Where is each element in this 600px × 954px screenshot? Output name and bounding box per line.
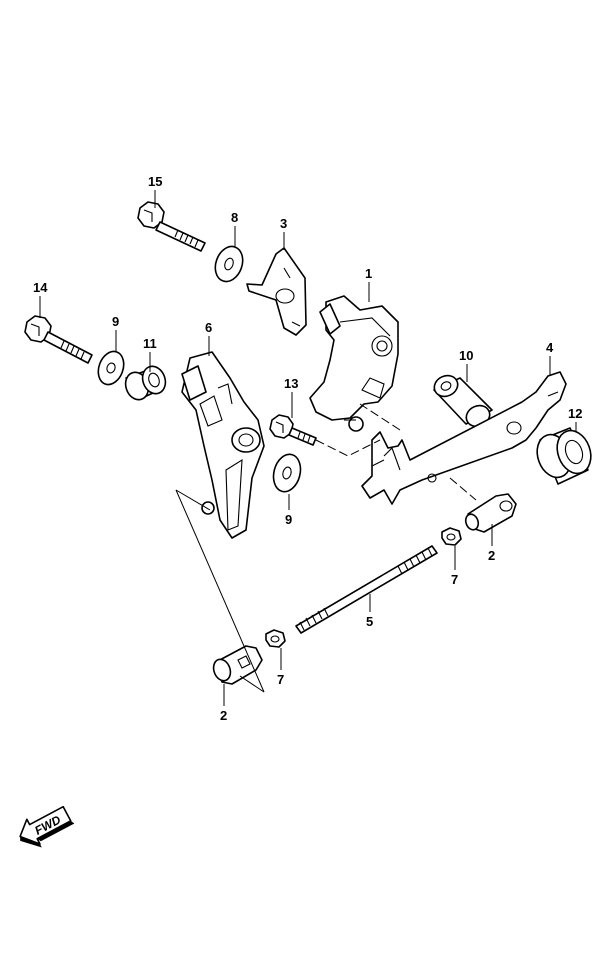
ball-joint-part-2-right xyxy=(464,493,517,533)
callout-12: 12 xyxy=(568,406,582,421)
control-bracket-part-4 xyxy=(361,371,567,505)
callout-5: 5 xyxy=(366,614,373,629)
threaded-rod-part-5 xyxy=(295,545,438,634)
callout-1: 1 xyxy=(365,266,372,281)
callout-8: 8 xyxy=(231,210,238,225)
callout-2-left: 2 xyxy=(220,708,227,723)
washer-part-8 xyxy=(214,245,244,283)
leader-lines xyxy=(39,190,577,706)
callout-labels: 15 8 3 14 9 11 6 1 10 4 13 12 9 2 7 5 7 … xyxy=(33,174,582,723)
ball-joint-part-2-left xyxy=(212,645,263,685)
nut-part-7-left xyxy=(265,629,286,648)
assembly-wedge-lines xyxy=(175,489,265,693)
spacer-part-11 xyxy=(124,365,167,401)
callout-6: 6 xyxy=(205,320,212,335)
fwd-direction-badge: FWD xyxy=(19,805,75,848)
lever-arm-part-6 xyxy=(181,351,265,539)
arrow-left-icon xyxy=(19,805,72,845)
callout-3: 3 xyxy=(280,216,287,231)
bolt-part-15 xyxy=(137,201,206,252)
bolt-part-14 xyxy=(24,315,93,364)
callout-13: 13 xyxy=(284,376,298,391)
washer-part-9-lower xyxy=(272,453,302,493)
callout-2-right: 2 xyxy=(488,548,495,563)
callout-11: 11 xyxy=(143,336,157,351)
callout-10: 10 xyxy=(459,348,473,363)
callout-15: 15 xyxy=(148,174,162,189)
bolt-part-13 xyxy=(269,414,317,446)
callout-9-upper: 9 xyxy=(112,314,119,329)
callout-7-left: 7 xyxy=(277,672,284,687)
callout-9-lower: 9 xyxy=(285,512,292,527)
bracket-part-3 xyxy=(246,247,307,336)
throttle-cam-part-1 xyxy=(309,295,399,432)
nut-part-7-right xyxy=(441,527,462,546)
callout-14: 14 xyxy=(33,280,48,295)
alignment-lines xyxy=(315,403,477,501)
callout-4: 4 xyxy=(546,340,554,355)
washer-part-9-upper xyxy=(97,350,125,386)
bushing-part-12 xyxy=(536,427,592,485)
callout-7-right: 7 xyxy=(451,572,458,587)
